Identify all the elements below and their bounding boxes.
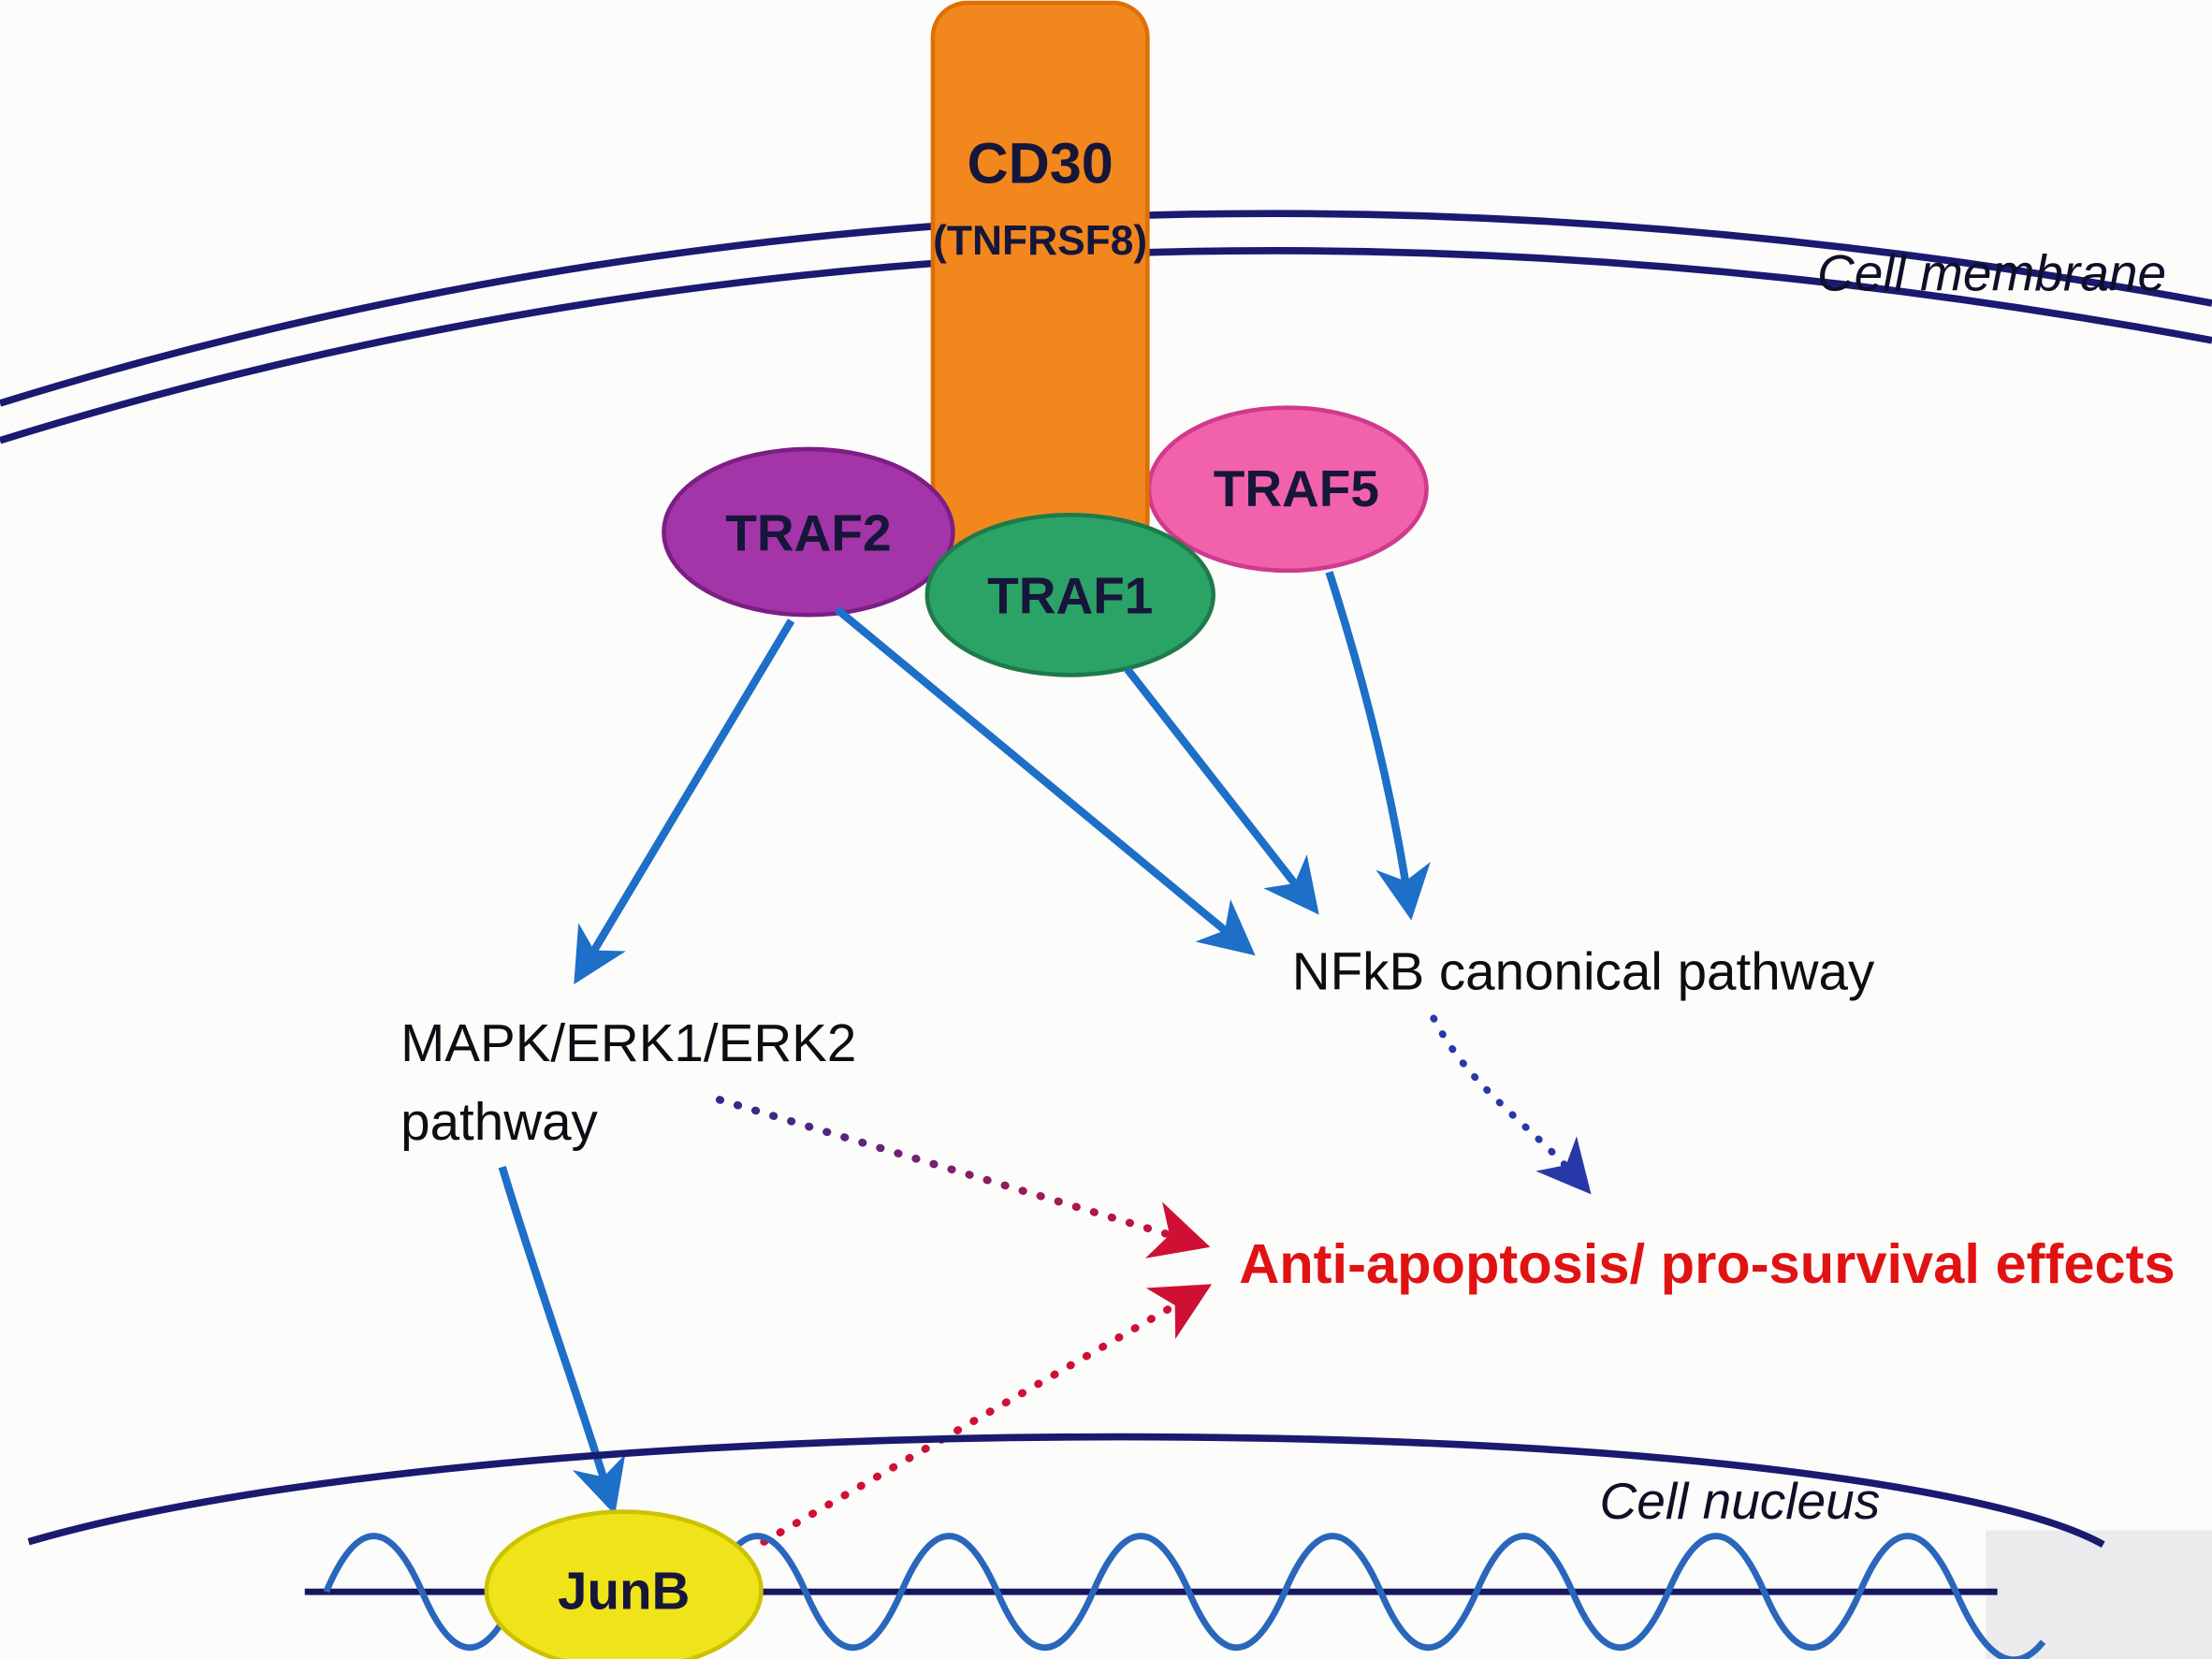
cell-nucleus-label: Cell nucleus <box>1600 1472 1881 1530</box>
cell-membrane-label: Cell membrane <box>1817 243 2166 301</box>
outcome-label: Anti-apoptosis/ pro-survival effects <box>1239 1232 2176 1295</box>
dotted-arrow-mapk-to-outcome <box>715 1096 1211 1259</box>
traf1-node <box>924 512 1215 677</box>
dotted-arrow-nfkb-to-outcome <box>1430 1014 1592 1195</box>
cd30-sublabel: (TNFRSF8) <box>933 218 1147 264</box>
mapk-pathway-label-line2: pathway <box>400 1092 598 1151</box>
corner-patch <box>1986 1530 2212 1659</box>
junb-label: JunB <box>558 1562 690 1621</box>
arrow-traf2-to-nfkb <box>834 605 1256 956</box>
cd30-label: CD30 <box>967 132 1113 196</box>
arrow-traf2-to-mapk <box>574 618 795 984</box>
traf2-label: TRAF2 <box>725 503 891 561</box>
mapk-pathway-label-line1: MAPK/ERK1/ERK2 <box>400 1013 856 1072</box>
junb-node <box>484 1509 764 1659</box>
nfkb-pathway-label: NFkB canonical pathway <box>1292 942 1875 1001</box>
dotted-arrow-junb-to-outcome <box>760 1284 1213 1546</box>
cd30-receptor <box>930 0 1150 558</box>
traf2-node <box>662 446 955 618</box>
arrow-mapk-to-junb <box>498 1165 626 1515</box>
traf5-label: TRAF5 <box>1214 459 1379 517</box>
cell-nucleus-boundary <box>27 1433 2105 1549</box>
traf1-label: TRAF1 <box>987 567 1153 625</box>
arrow-traf5-to-nfkb <box>1325 571 1431 921</box>
arrow-traf1-to-nfkb <box>1124 666 1319 915</box>
